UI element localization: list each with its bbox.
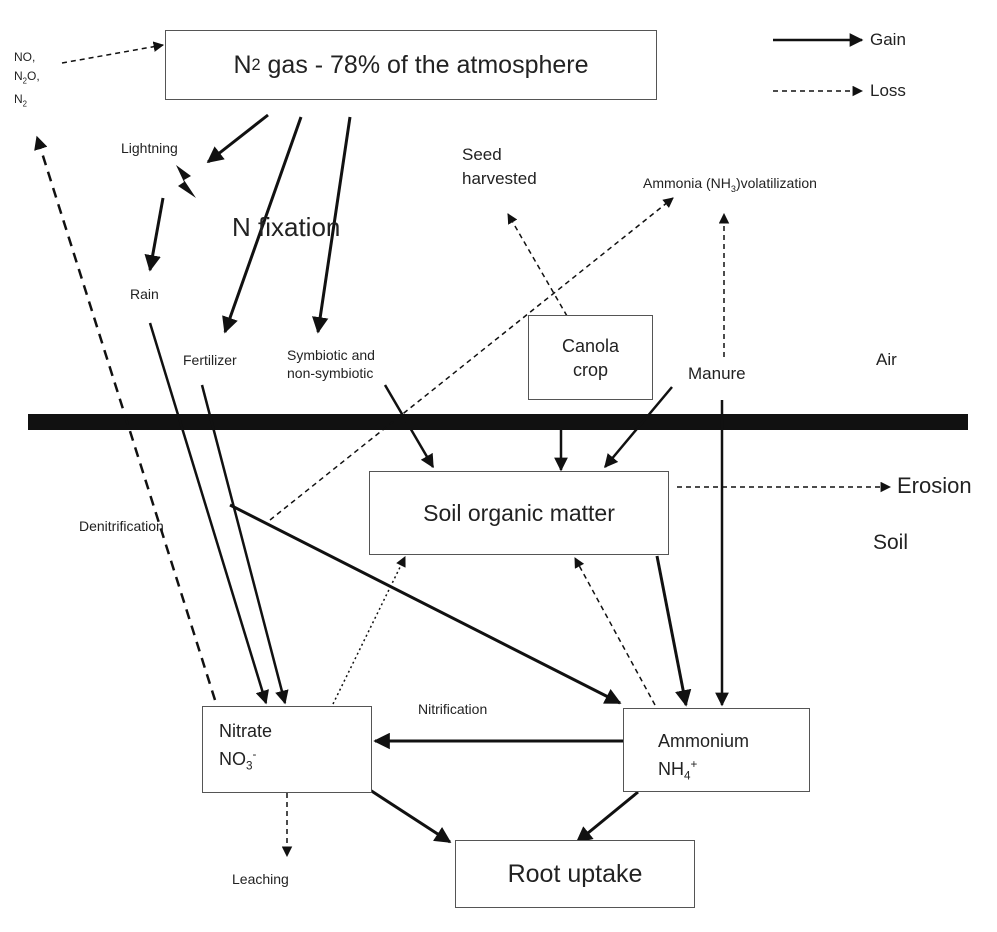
arrow-seed-harvested	[507, 213, 568, 317]
gas-n2: N2	[14, 92, 28, 109]
arrow-atmosphere-to-symbiotic	[312, 116, 352, 334]
arrow-denitrification	[34, 135, 217, 701]
nitrate-label: Nitrate NO3-	[219, 721, 273, 773]
arrow-ammonium-to-root-uptake	[575, 790, 639, 844]
arrow-manure-to-soil-organic-matter	[604, 386, 673, 469]
legend-loss-label: Loss	[870, 81, 906, 100]
atmosphere-rest: gas - 78% of the atmosphere	[260, 50, 589, 79]
arrow-rain-to-nitrate	[148, 322, 269, 705]
ammonia-volatilization-label: Ammonia (NH3)volatilization	[643, 175, 817, 194]
soil-label: Soil	[873, 531, 909, 554]
denitrification-label: Denitrification	[79, 518, 164, 534]
gas-no: NO,	[14, 50, 36, 64]
arrow-loss-to-nitrogen-oxides	[61, 41, 165, 64]
arrow-atmosphere-to-lightning	[206, 113, 269, 164]
soil-organic-matter-label: Soil organic matter	[423, 499, 615, 526]
lightning-label: Lightning	[121, 140, 178, 156]
canola-crop-box: Canola crop	[528, 315, 653, 400]
soil-organic-matter-box: Soil organic matter	[369, 471, 669, 555]
gas-n2o: N2O,	[14, 69, 40, 86]
arrow-ammonia-volatilization-from-fertilizer	[269, 197, 674, 521]
nitrification-label: Nitrification	[418, 701, 488, 717]
atmosphere-sub: 2	[251, 55, 261, 74]
arrow-ammonium-to-soil-organic-matter	[574, 557, 656, 706]
ammonium-label: Ammonium NH4+	[658, 731, 750, 783]
rain-label: Rain	[130, 286, 159, 302]
legend-gain-label: Gain	[870, 30, 906, 49]
nitrogen-oxides-label: NO, N2O, N2	[14, 48, 40, 114]
atmosphere-n: N	[233, 50, 252, 79]
n-fixation-label: N fixation	[232, 212, 341, 242]
symbiotic-label: Symbiotic and non-symbiotic	[287, 347, 375, 381]
arrow-atmosphere-to-fertilizer	[222, 116, 303, 334]
air-soil-boundary	[28, 414, 968, 430]
arrow-soil-organic-matter-to-ammonium	[655, 555, 692, 707]
lightning-bolt-icon	[176, 165, 196, 198]
arrow-symbiotic-to-soil-organic-matter	[383, 384, 435, 469]
root-uptake-box: Root uptake	[455, 840, 695, 908]
canola-crop-label: Canola crop	[561, 335, 620, 380]
seed-harvested-label: Seed harvested	[462, 145, 537, 188]
arrow-nitrate-to-root-uptake	[369, 788, 452, 844]
ammonium-box: Ammonium NH4+	[623, 708, 810, 792]
arrow-fertilizer-to-nitrate	[200, 384, 289, 705]
arrow-fertilizer-to-ammonium	[229, 503, 622, 705]
nitrate-box: Nitrate NO3-	[202, 706, 372, 793]
root-uptake-label: Root uptake	[507, 859, 643, 888]
fertilizer-label: Fertilizer	[183, 352, 237, 368]
air-label: Air	[876, 350, 897, 369]
manure-label: Manure	[688, 364, 746, 383]
arrow-lightning-to-rain	[144, 197, 165, 272]
erosion-label: Erosion	[897, 473, 972, 498]
leaching-label: Leaching	[232, 871, 289, 887]
arrow-nitrate-to-soil-organic-matter	[332, 556, 406, 705]
